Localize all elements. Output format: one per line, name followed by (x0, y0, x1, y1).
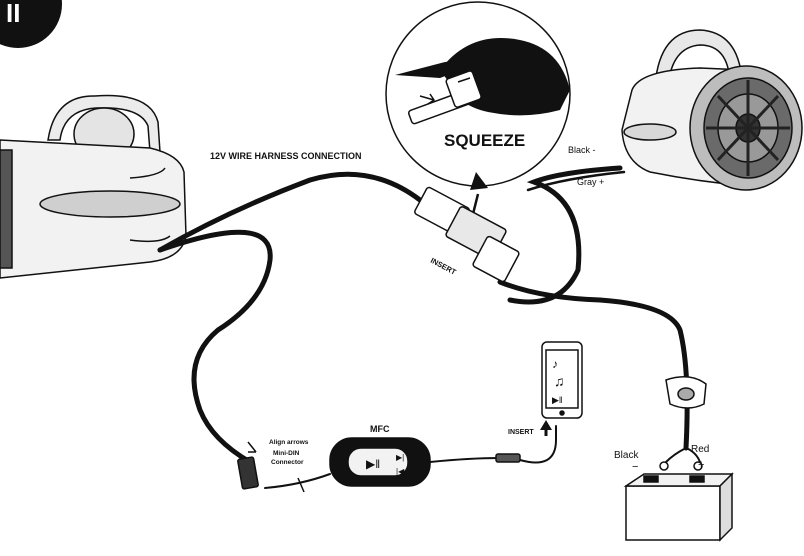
aux-jack (495, 453, 521, 463)
harness-connection-label: 12V WIRE HARNESS CONNECTION (210, 151, 362, 161)
step-badge: II (0, 0, 62, 48)
mini-din-label-line2: Connector (271, 459, 304, 466)
mini-din-label-line1: Mini-DIN (273, 450, 300, 457)
insert-connector-label: INSERT (429, 256, 458, 277)
gray-plus-label: Gray + (577, 177, 604, 187)
insert-arrow (540, 420, 552, 436)
battery-plus-label: + (698, 459, 704, 471)
battery (623, 461, 734, 542)
mfc-remote: ▶‖ ▶| |◀ (329, 437, 431, 487)
right-speaker (621, 29, 803, 191)
svg-text:▶‖: ▶‖ (552, 395, 563, 405)
harness-right-wire (497, 279, 690, 451)
smartphone: ♪ ♫ ▶‖ (541, 341, 583, 419)
harness-left-wire (157, 171, 423, 253)
insert-phone-label: INSERT (508, 429, 534, 436)
mini-din-connector (237, 441, 305, 493)
harness-connector (414, 186, 520, 283)
battery-minus-label: − (632, 461, 638, 473)
black-minus-label: Black - (568, 145, 596, 155)
harness-wires (157, 165, 701, 489)
squeeze-inset: SQUEEZE (385, 1, 571, 187)
align-arrows-label: Align arrows (269, 439, 309, 446)
left-speaker (0, 94, 187, 279)
svg-text:♪: ♪ (552, 357, 558, 371)
svg-text:▶‖: ▶‖ (366, 457, 380, 471)
step-badge-text: II (6, 0, 20, 28)
svg-text:♫: ♫ (554, 373, 565, 389)
mfc-label: MFC (370, 424, 390, 434)
battery-black-label: Black (614, 450, 639, 461)
svg-text:|◀: |◀ (396, 467, 405, 476)
fuse-holder (665, 376, 707, 409)
battery-red-label: Red (691, 444, 709, 455)
svg-text:▶|: ▶| (396, 453, 404, 462)
squeeze-label: SQUEEZE (444, 131, 525, 150)
